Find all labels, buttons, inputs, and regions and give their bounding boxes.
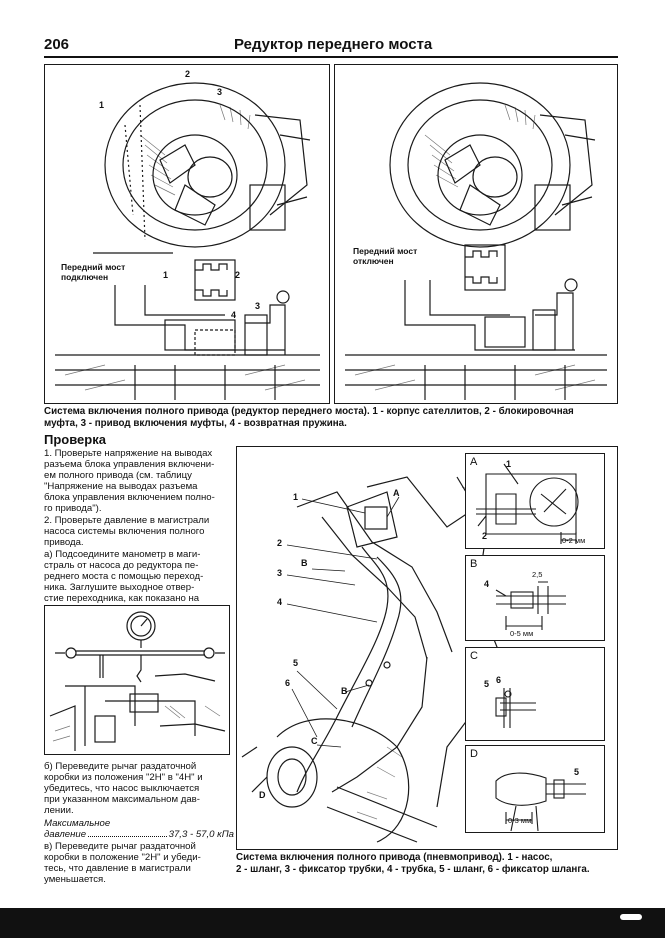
footer-mark [620, 914, 642, 920]
callout-1: 1 [293, 492, 299, 502]
pressure-value: 37,3 - 57,0 кПа [168, 829, 234, 840]
inset-B-dimension: 0-5 мм [510, 629, 534, 638]
max-pressure-label: Максимальное [44, 818, 111, 829]
pressure-dots [88, 829, 167, 837]
top-figure-caption: Система включения полного привода (редук… [44, 406, 574, 429]
inset-C-drawing [495, 688, 536, 728]
section-heading: Проверка [44, 432, 106, 447]
manometer-drawing [49, 611, 226, 751]
callout-3: 3 [277, 568, 283, 578]
callout-B-upper: B [301, 558, 308, 568]
step-2b: б) Переведите рычаг раздаточной коробки … [44, 761, 203, 816]
pneumatic-figure-caption: Система включения полного привода (пневм… [236, 852, 590, 875]
callout-4-lower: 4 [231, 310, 237, 320]
inset-C-letter: C [470, 650, 478, 662]
inset-C-callout-5: 5 [484, 679, 490, 689]
inset-A-callout-2: 2 [482, 531, 488, 541]
figure-front-axle-engaged: Передний мост подключен 1 2 3 1 2 3 4 [44, 64, 330, 404]
inset-D-letter: D [470, 748, 478, 760]
callout-2: 2 [185, 69, 191, 79]
inset-C: C 5 6 [465, 647, 605, 741]
inset-B: B 4 2,5 0-5 мм [465, 555, 605, 641]
callout-3: 3 [217, 87, 223, 97]
callout-3-lower: 3 [255, 301, 261, 311]
callout-1: 1 [99, 100, 105, 110]
inset-C-callout-6: 6 [496, 675, 502, 685]
step-2: 2. Проверьте давление в магистрали насос… [44, 515, 210, 548]
step-1: 1. Проверьте напряжение на выводах разъе… [44, 448, 215, 514]
inset-A-letter: A [470, 456, 478, 468]
inset-A-dimension: 0-2 мм [562, 536, 586, 545]
inset-B-callout-4: 4 [484, 579, 490, 589]
engaged-title: Передний мост подключен [61, 262, 126, 282]
callout-A: A [393, 488, 400, 498]
callout-1-lower: 1 [163, 270, 169, 280]
callout-4: 4 [277, 597, 283, 607]
figure-pneumatic-system: 1 2 3 4 5 6 A B B C D A 1 2 0-2 мм [236, 446, 618, 850]
inset-D-drawing [495, 772, 586, 832]
disengaged-title: Передний мост отключен [353, 246, 418, 266]
inset-B-letter: B [470, 558, 478, 570]
inset-D-dimension: 0-3 мм [508, 816, 532, 825]
pressure-spec-row: давление 37,3 - 57,0 кПа [44, 829, 234, 840]
page-title: Редуктор переднего моста [234, 36, 433, 53]
callout-6: 6 [285, 678, 291, 688]
inset-A-callout-1: 1 [506, 459, 512, 469]
callout-C: C [311, 736, 318, 746]
callout-B-lower: B [341, 686, 348, 696]
header-rule [44, 56, 618, 58]
callout-D: D [259, 790, 266, 800]
inset-B-dimension-top: 2,5 [532, 570, 543, 579]
pneumatic-system-drawing [241, 476, 498, 843]
step-2c: в) Переведите рычаг раздаточной коробки … [44, 841, 201, 885]
figure-front-axle-disengaged: Передний мост отключен [334, 64, 618, 404]
inset-D-callout-5: 5 [574, 767, 580, 777]
callout-5: 5 [293, 658, 299, 668]
inset-B-drawing [495, 581, 566, 630]
figure-manometer [44, 605, 230, 755]
front-axle-engaged-drawing [55, 82, 320, 400]
page-footer-bar [0, 908, 665, 938]
callout-2: 2 [277, 538, 283, 548]
inset-A-drawing [476, 463, 579, 544]
callout-2-lower: 2 [235, 270, 241, 280]
inset-D: D 5 0-3 мм [465, 745, 605, 833]
inset-A: A 1 2 0-2 мм [465, 453, 605, 549]
front-axle-disengaged-drawing [345, 82, 607, 400]
page-number: 206 [44, 36, 70, 53]
pressure-label: давление [44, 829, 87, 840]
